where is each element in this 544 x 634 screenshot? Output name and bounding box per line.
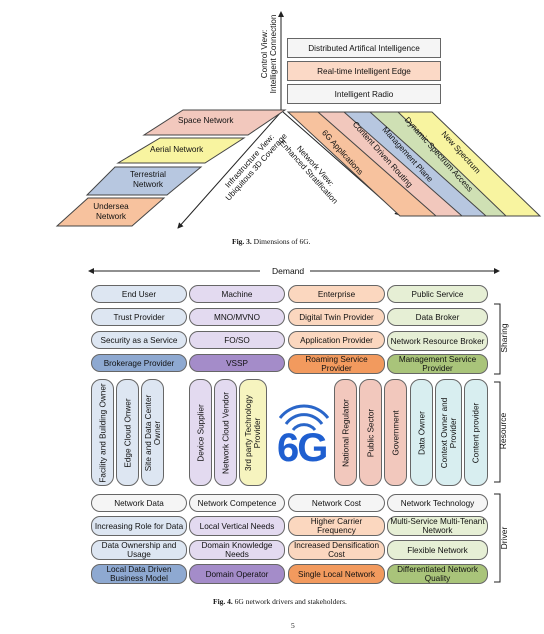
driver-local-vertical-needs: Local Vertical Needs [189,516,285,536]
top-layer-radio: Intelligent Radio [287,84,441,104]
sharing-fo-so: FO/SO [189,331,285,349]
sharing-vssp: VSSP [189,354,285,372]
space-network-label: Space Network [178,116,234,125]
resource-bracket [494,381,501,483]
sharing-data-broker: Data Broker [387,308,488,326]
driver-single-local-network: Single Local Network [288,564,385,584]
sharing-roaming-provider: Roaming Service Provider [288,354,385,374]
sharing-digital-twin: Digital Twin Provider [288,308,385,326]
resource-network-cloud-vendor: Network Cloud Vendor [214,379,237,486]
driver-flexible-network: Flexible Network [387,540,488,560]
resource-public-sector: Public Sector [359,379,382,486]
driver-data-ownership: Data Ownership and Usage [91,540,187,560]
demand-machine: Machine [189,285,285,303]
sharing-security-service: Security as a Service [91,331,187,349]
aerial-network-label: Aerial Network [150,145,204,154]
control-view-label: Control View: Intelligent Connection [260,14,278,94]
resource-label: Resource [498,412,508,450]
fig4-caption: Fig. 4. 6G network drivers and stakehold… [213,597,347,606]
resource-government: Government [384,379,407,486]
demand-label: Demand [272,266,305,276]
resource-data-owner: Data Owner [410,379,433,486]
demand-enterprise: Enterprise [288,285,385,303]
top-layer-edge: Real-time Intelligent Edge [287,61,441,81]
sharing-application-provider: Application Provider [288,331,385,349]
page-number: 5 [291,621,295,630]
driver-differentiated-quality: Differentiated Network Quality [387,564,488,584]
sharing-trust-provider: Trust Provider [91,308,187,326]
undersea-network-layer [55,197,166,227]
demand-public-service: Public Service [387,285,488,303]
resource-edge-cloud-owner: Edge Cloud Onwer [116,379,139,486]
driver-multi-service: Multi-Service Multi-Tenant Network [387,516,488,536]
resource-facility-owner: Facility and Building Owner [91,379,114,486]
sharing-network-resource-broker: Network Resource Broker [387,331,488,351]
driver-domain-operator: Domain Operator [189,564,285,584]
driver-densification-cost: Increased Densification Cost [288,540,385,560]
fig3-caption: Fig. 3. Dimensions of 6G. [232,237,311,246]
driver-role-for-data: Increasing Role for Data [91,516,187,536]
aerial-network-layer [116,137,246,164]
space-network-layer [142,109,287,136]
sharing-label: Sharing [499,323,509,353]
sharing-mno-mvno: MNO/MVNO [189,308,285,326]
top-layer-dai: Distributed Artifical Intelligence [287,38,441,58]
driver-carrier-frequency: Higher Carrier Frequency [288,516,385,536]
undersea-network-label: Undersea Network [93,202,129,221]
driver-network-data: Network Data [91,494,187,512]
sharing-brokerage-provider: Brokerage Provider [91,354,187,372]
demand-arrow [88,268,500,274]
driver-network-cost: Network Cost [288,494,385,512]
driver-label: Driver [499,526,509,550]
resource-site-dc-owner: Site and Data Center Owner [141,379,164,486]
resource-national-regulator: National Regulator [334,379,357,486]
resource-device-supplier: Device Supplier [189,379,212,486]
resource-content-provider: Content provider [464,379,488,486]
driver-local-data-business: Local Data Driven Business Model [91,564,187,584]
driver-bracket [494,493,501,583]
demand-end-user: End User [91,285,187,303]
sharing-bracket [494,303,501,375]
new-spectrum-layer [396,111,542,217]
driver-network-technology: Network Technology [387,494,488,512]
terrestrial-network-layer [85,166,203,196]
terrestrial-network-label: Terrestrial Network [130,170,166,189]
6g-logo: 6G [277,426,328,470]
resource-third-party-provider: 3rd party Technology Provider [239,379,267,486]
sharing-management-provider: Management Service Provider [387,354,488,374]
resource-context-owner: Context Owner and Provider [435,379,462,486]
driver-domain-knowledge: Domain Knowledge Needs [189,540,285,560]
fig3-diagram [55,11,542,229]
driver-network-competence: Network Competence [189,494,285,512]
6g-logo-waves-icon [279,404,329,432]
